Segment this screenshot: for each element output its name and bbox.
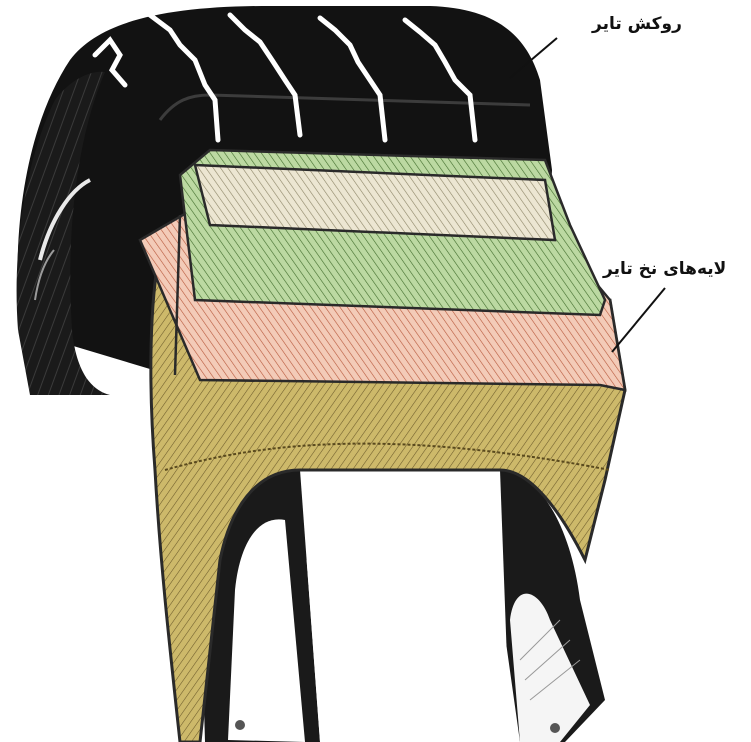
leader-line-plies	[612, 288, 665, 352]
bead-left	[235, 720, 245, 730]
inner-cavity	[200, 470, 605, 742]
label-tread: روکش تایر	[592, 14, 682, 34]
label-plies: لایه‌های نخ تایر	[603, 259, 726, 279]
bead-right	[550, 723, 560, 733]
